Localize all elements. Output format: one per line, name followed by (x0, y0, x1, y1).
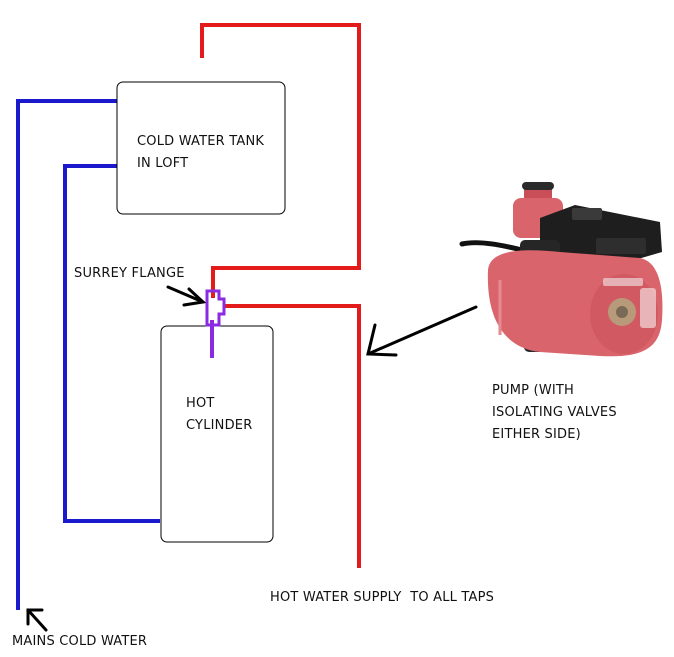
cold-water-tank (116, 81, 286, 215)
pump-label: PUMP (WITH ISOLATING VALVES EITHER SIDE) (492, 380, 617, 446)
mains-cold-pipe (16, 99, 120, 610)
surrey-flange-label: SURREY FLANGE (74, 266, 185, 281)
vent-pipe (200, 23, 361, 298)
hot-cylinder-label: HOT CYLINDER (186, 393, 252, 437)
hot-cylinder-label-line-2: CYLINDER (186, 418, 253, 433)
cold-tank-label: COLD WATER TANK IN LOFT (137, 131, 264, 175)
hot-cylinder-label-line-1: HOT (186, 396, 215, 411)
flange-arrow (166, 285, 207, 307)
hot-supply-pipe (224, 304, 361, 568)
mains-label: MAINS COLD WATER (12, 634, 148, 649)
cold-tank-label-line-1: COLD WATER TANK (137, 134, 265, 149)
pump-label-line-2: ISOLATING VALVES (492, 405, 617, 420)
mains-arrow (26, 608, 48, 632)
tank-to-cylinder-cold-pipe (63, 164, 160, 523)
circulating-pump-icon (459, 182, 663, 357)
pump-label-line-1: PUMP (WITH (492, 383, 575, 398)
hot-supply-label: HOT WATER SUPPLY TO ALL TAPS (270, 590, 495, 605)
pump-label-line-3: EITHER SIDE) (492, 427, 581, 442)
pump-arrow (366, 305, 478, 357)
surrey-flange (205, 289, 226, 327)
cold-tank-label-line-2: IN LOFT (137, 156, 189, 171)
